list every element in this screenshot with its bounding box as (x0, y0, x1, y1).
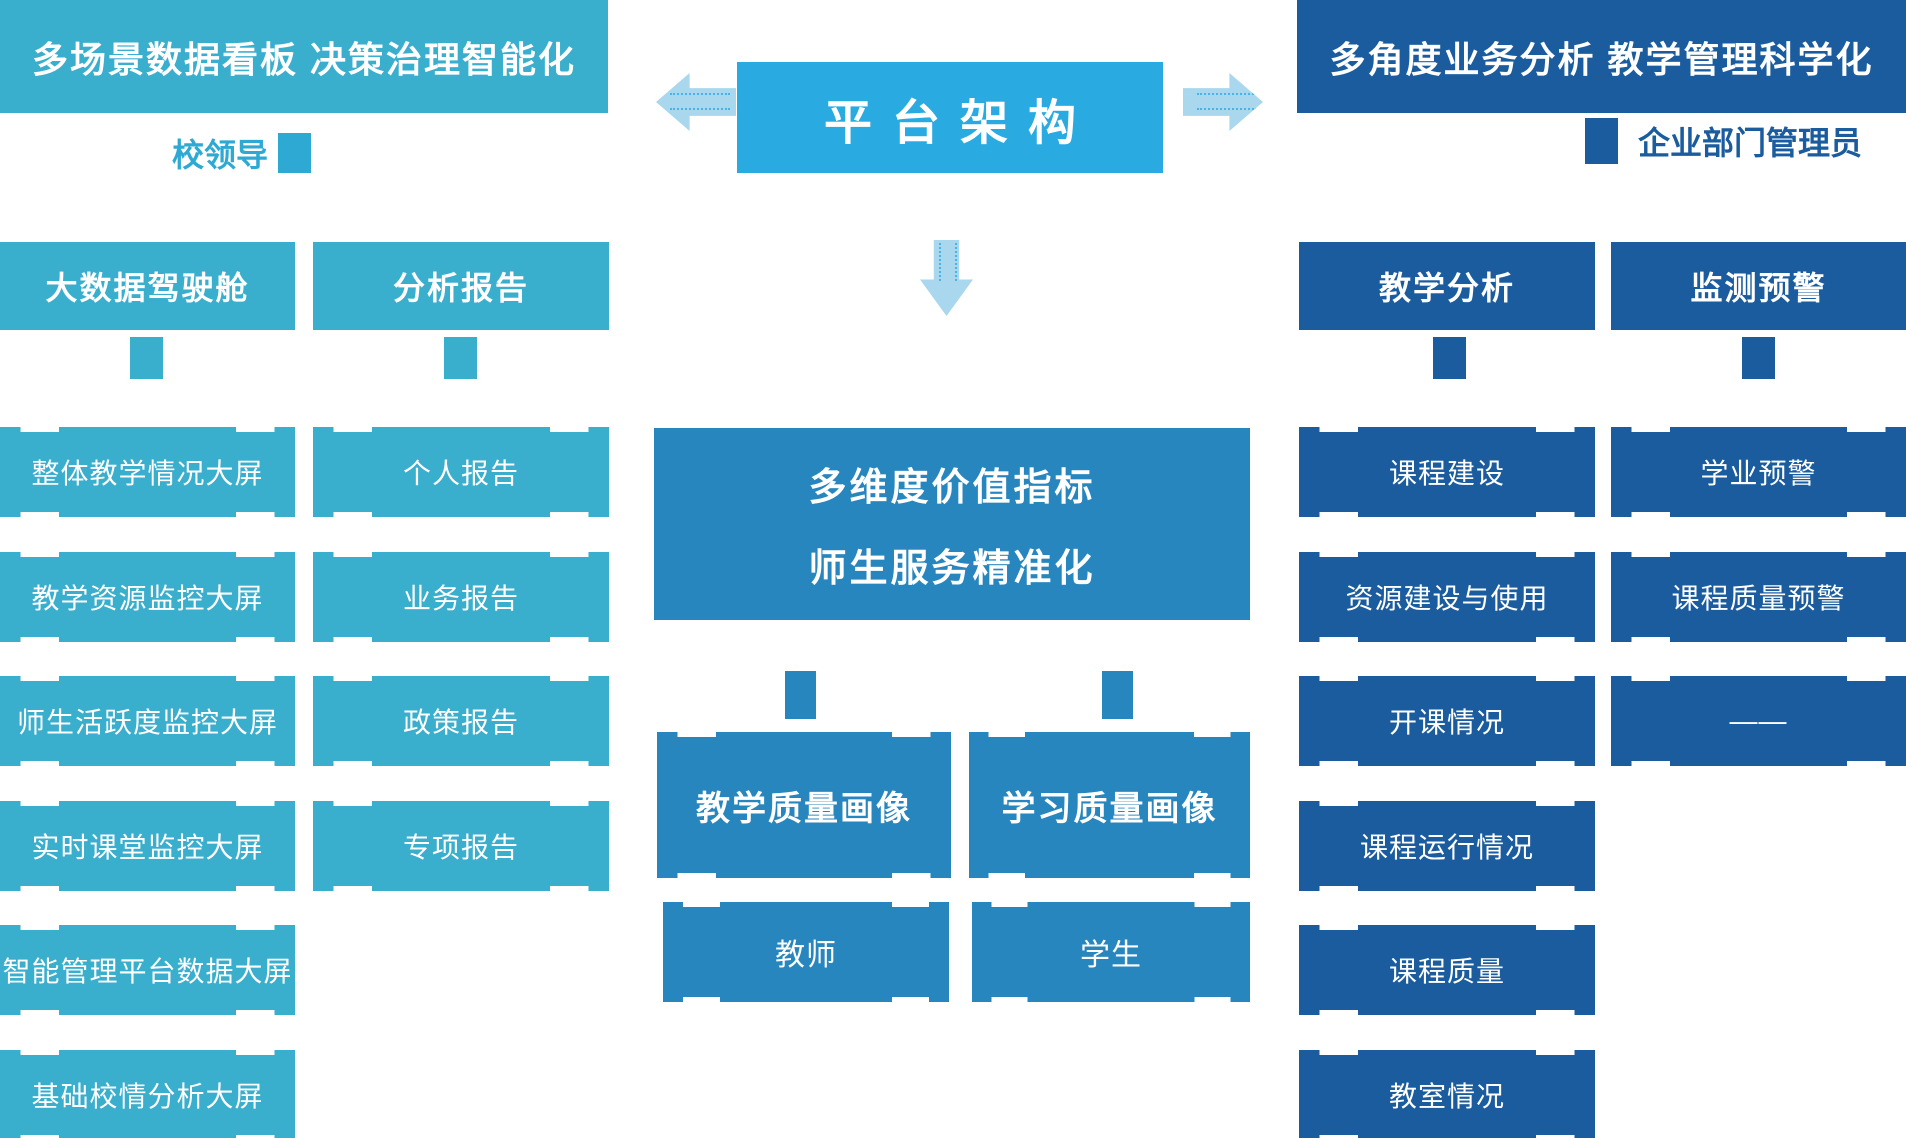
left-banner: 多场景数据看板 决策治理智能化 (0, 0, 608, 113)
left-role-label: 校领导 (172, 137, 269, 173)
list-item: 教学资源监控大屏 (0, 552, 295, 642)
arrow-down-icon (920, 240, 973, 316)
arrow-right-icon (1183, 73, 1263, 131)
teaching-quality-profile-box: 教学质量画像 (657, 732, 951, 878)
student-box: 学生 (972, 902, 1250, 1002)
right-role-row: 企业部门管理员 (1585, 118, 1862, 164)
connector-square (130, 337, 163, 379)
list-item: 开课情况 (1299, 676, 1595, 766)
learning-quality-profile-box: 学习质量画像 (969, 732, 1250, 878)
right-role-label: 企业部门管理员 (1638, 125, 1863, 161)
list-item: 实时课堂监控大屏 (0, 801, 295, 891)
right-banner: 多角度业务分析 教学管理科学化 (1297, 0, 1906, 113)
connector-square (1433, 337, 1466, 379)
list-item: 基础校情分析大屏 (0, 1050, 295, 1138)
right-banner-text: 多角度业务分析 教学管理科学化 (1329, 38, 1874, 80)
list-item: —— (1611, 676, 1906, 766)
header-monitoring-warning: 监测预警 (1611, 242, 1906, 330)
list-item: 师生活跃度监控大屏 (0, 676, 295, 766)
list-item: 课程质量 (1299, 925, 1595, 1015)
teacher-box: 教师 (663, 902, 949, 1002)
list-item: 教室情况 (1299, 1050, 1595, 1138)
connector-square (1102, 671, 1133, 719)
left-banner-text: 多场景数据看板 决策治理智能化 (31, 38, 576, 80)
header-analysis-report: 分析报告 (313, 242, 609, 330)
list-item: 整体教学情况大屏 (0, 427, 295, 517)
header-big-data-cockpit: 大数据驾驶舱 (0, 242, 295, 330)
right-role-square-icon (1585, 118, 1618, 164)
list-item: 业务报告 (313, 552, 609, 642)
list-item: 专项报告 (313, 801, 609, 891)
page-title: 平台架构 (823, 96, 1096, 150)
value-line-2: 师生服务精准化 (808, 548, 1096, 590)
page-title-box: 平台架构 (737, 62, 1163, 173)
list-item: 学业预警 (1611, 427, 1906, 517)
list-item: 课程运行情况 (1299, 801, 1595, 891)
left-role-square-icon (278, 133, 312, 173)
connector-square (1742, 337, 1775, 379)
connector-square (785, 671, 816, 719)
list-item: 课程质量预警 (1611, 552, 1906, 642)
list-item: 政策报告 (313, 676, 609, 766)
value-line-1: 多维度价值指标 (808, 467, 1096, 509)
list-item: 智能管理平台数据大屏 (0, 925, 295, 1015)
left-role-row: 校领导 (172, 133, 312, 173)
value-indicator-box: 多维度价值指标 师生服务精准化 (654, 428, 1250, 620)
list-item: 个人报告 (313, 427, 609, 517)
list-item: 资源建设与使用 (1299, 552, 1595, 642)
list-item: 课程建设 (1299, 427, 1595, 517)
connector-square (444, 337, 477, 379)
arrow-left-icon (656, 73, 736, 131)
header-teaching-analysis: 教学分析 (1299, 242, 1595, 330)
